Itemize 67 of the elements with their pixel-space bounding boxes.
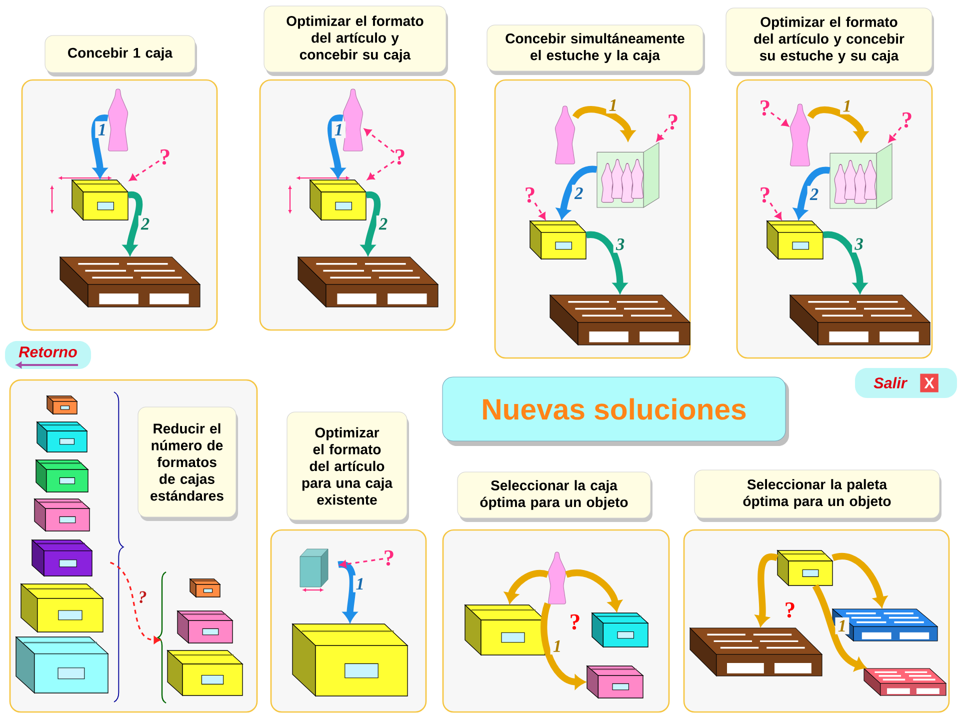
edge-label: 1 [835,617,850,634]
bottle-drawing [548,552,566,604]
question-mark: ? [760,187,770,203]
question-mark: ? [760,100,770,116]
curved-arrow [808,106,868,142]
curved-arrow [823,231,867,294]
dashed-arrow [340,558,384,568]
dashed-arrow [534,202,546,220]
dashed-arrow [364,128,395,153]
curved-arrow [832,553,887,608]
curved-arrow [328,114,345,178]
question-mark: ? [786,602,794,618]
curved-arrow [540,602,586,689]
edge-label: 1 [353,575,368,592]
question-mark: ? [570,614,580,630]
dashed-arrow [367,160,395,180]
curved-arrow [565,569,622,612]
question-mark: ? [902,112,912,128]
question-mark: ? [526,187,534,203]
heading-box: Concebir simultáneamente el estuche y la caja [486,24,705,75]
case-drawing [830,143,892,209]
exit-button: Salir X [855,368,957,398]
curved-arrow [812,584,866,671]
dashed-arrow [888,126,902,142]
curved-arrow [556,166,597,220]
curved-arrow [756,553,778,626]
cube-drawing [300,548,328,588]
dashed-arrow [110,562,160,644]
edge-label: 1 [606,96,620,114]
curved-arrow [572,106,635,141]
question-mark: ? [668,114,678,130]
curved-arrow [586,231,627,294]
bottle-drawing [108,88,128,152]
heading-box: Concebir 1 caja [44,35,197,76]
curved-arrow [338,561,357,622]
bottle-drawing [790,104,810,166]
question-mark: ? [396,149,404,165]
edge-label: 2 [138,216,152,232]
bottle-drawing [343,88,364,152]
bottle-drawing [555,106,575,164]
edge-label: ? [135,588,150,606]
case-drawing [596,142,660,208]
question-mark: ? [384,550,394,566]
edge-label: 1 [840,98,854,114]
return-button: Retorno [5,341,91,369]
dashed-arrow [770,112,789,127]
curved-arrow [91,114,108,178]
dashed-arrow [770,202,782,220]
heading-box: Seleccionar la caja óptima para un objeto [457,472,652,522]
edge-label: 1 [550,638,564,655]
heading-box: Optimizar el formato del artículo y concebir su caja [264,6,448,76]
heading-box: Optimizar el formato del artículo para una caja existente [286,412,409,524]
heading-box: Reducir el número de formatos de cajas estándares [138,406,238,521]
title-box: Nuevas soluciones [442,376,789,446]
heading-box: Seleccionar la paleta óptima para un objeto [694,470,942,522]
heading-box: Optimizar el formato del artículo y concebir su estuche y su caja [726,8,934,76]
curved-arrow [361,192,381,256]
dashed-arrow [129,160,160,181]
edge-label: 3 [852,236,866,253]
curved-arrow [794,166,830,220]
edge-label: 1 [95,121,110,138]
edge-label: 2 [376,216,390,232]
edge-label: 1 [332,121,346,138]
dashed-arrow [656,128,668,142]
curved-arrow [504,570,549,604]
question-mark: ? [160,149,170,165]
curved-arrow [123,192,143,256]
